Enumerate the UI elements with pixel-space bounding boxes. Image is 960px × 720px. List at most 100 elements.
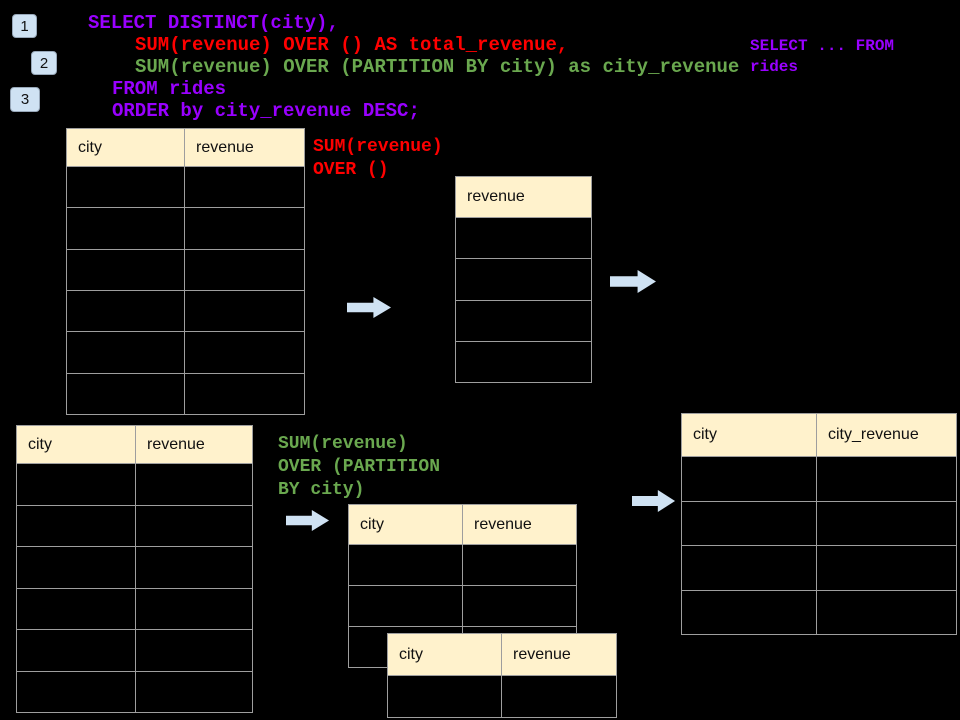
right-arrow-icon <box>610 269 657 294</box>
table-cell <box>348 586 463 627</box>
column-header: city <box>348 504 463 545</box>
step-badge-1: 1 <box>12 14 37 38</box>
table-cell <box>136 671 253 713</box>
total-revenue-result-table: revenue <box>455 176 592 383</box>
table-header-row: revenue <box>455 176 592 218</box>
table-row <box>66 167 305 209</box>
table-cell <box>16 588 136 630</box>
table-cell <box>66 249 185 291</box>
table-row <box>348 545 577 586</box>
table-cell <box>136 505 253 547</box>
step-badge-2: 2 <box>31 51 57 75</box>
sql-line-total-revenue: SUM(revenue) OVER () AS total_revenue, <box>135 34 569 56</box>
right-arrow-icon <box>347 296 392 319</box>
column-header: revenue <box>455 176 592 218</box>
table-cell <box>16 464 136 506</box>
annotation-line: OVER (PARTITION <box>278 457 441 477</box>
table-cell <box>681 457 817 502</box>
right-arrow-icon <box>286 509 330 532</box>
table-row <box>455 218 592 260</box>
total-revenue-annotation: SUM(revenue) OVER () <box>313 136 443 182</box>
annotation-line: SUM(revenue) <box>313 137 443 157</box>
column-header: revenue <box>136 425 253 464</box>
column-header: city <box>16 425 136 464</box>
table-cell <box>817 590 957 635</box>
table-row <box>66 290 305 333</box>
column-header: revenue <box>185 128 305 167</box>
table-cell <box>66 167 185 209</box>
sql-line-partition: SUM(revenue) OVER (PARTITION BY city) as… <box>135 56 740 78</box>
table-cell <box>185 373 305 415</box>
table-row <box>16 464 253 506</box>
sql-line-order-by: ORDER by city_revenue DESC; <box>112 100 420 122</box>
table-cell <box>502 676 617 718</box>
table-row <box>66 208 305 250</box>
table-cell <box>66 332 185 374</box>
table-cell <box>66 373 185 415</box>
annotation-line: SUM(revenue) <box>278 434 408 454</box>
table-cell <box>455 300 592 342</box>
table-cell <box>681 546 817 591</box>
table-row <box>66 373 305 415</box>
table-cell <box>16 547 136 589</box>
table-cell <box>817 546 957 591</box>
column-header: city <box>66 128 185 167</box>
table-cell <box>185 332 305 374</box>
column-header: city <box>387 633 502 676</box>
table-cell <box>455 341 592 383</box>
column-header: city_revenue <box>817 413 957 457</box>
column-header: revenue <box>502 633 617 676</box>
table-row <box>16 505 253 547</box>
annotation-line: BY city) <box>278 480 365 500</box>
table-cell <box>136 630 253 672</box>
table-cell <box>681 501 817 546</box>
sql-line-select: SELECT DISTINCT(city), <box>88 12 339 34</box>
table-cell <box>136 547 253 589</box>
table-row <box>681 501 957 546</box>
table-row <box>66 249 305 291</box>
partition-annotation: SUM(revenue) OVER (PARTITION BY city) <box>278 433 440 502</box>
table-cell <box>817 501 957 546</box>
table-cell <box>185 290 305 333</box>
table-row <box>455 341 592 383</box>
table-cell <box>185 249 305 291</box>
table-cell <box>185 208 305 250</box>
table-row <box>16 588 253 630</box>
table-row <box>16 547 253 589</box>
table-cell <box>185 167 305 209</box>
table-row <box>387 676 617 718</box>
table-cell <box>387 676 502 718</box>
step-badge-3: 3 <box>10 87 40 112</box>
sql-line-from: FROM rides <box>112 78 227 100</box>
table-cell <box>16 505 136 547</box>
table-cell <box>463 586 577 627</box>
column-header: city <box>681 413 817 457</box>
side-note-select-from-rides: SELECT ... FROM rides <box>750 37 895 76</box>
table-row <box>66 332 305 374</box>
table-row <box>681 590 957 635</box>
table-row <box>455 259 592 301</box>
table-cell <box>136 464 253 506</box>
right-arrow-icon <box>632 489 676 513</box>
table-cell <box>66 290 185 333</box>
table-row <box>455 300 592 342</box>
table-cell <box>136 588 253 630</box>
table-cell <box>455 259 592 301</box>
table-cell <box>348 545 463 586</box>
table-cell <box>16 671 136 713</box>
table-row <box>348 586 577 627</box>
table-cell <box>455 218 592 260</box>
table-row <box>681 546 957 591</box>
column-header: revenue <box>463 504 577 545</box>
table-cell <box>463 545 577 586</box>
table-row <box>16 671 253 713</box>
table-cell <box>66 208 185 250</box>
